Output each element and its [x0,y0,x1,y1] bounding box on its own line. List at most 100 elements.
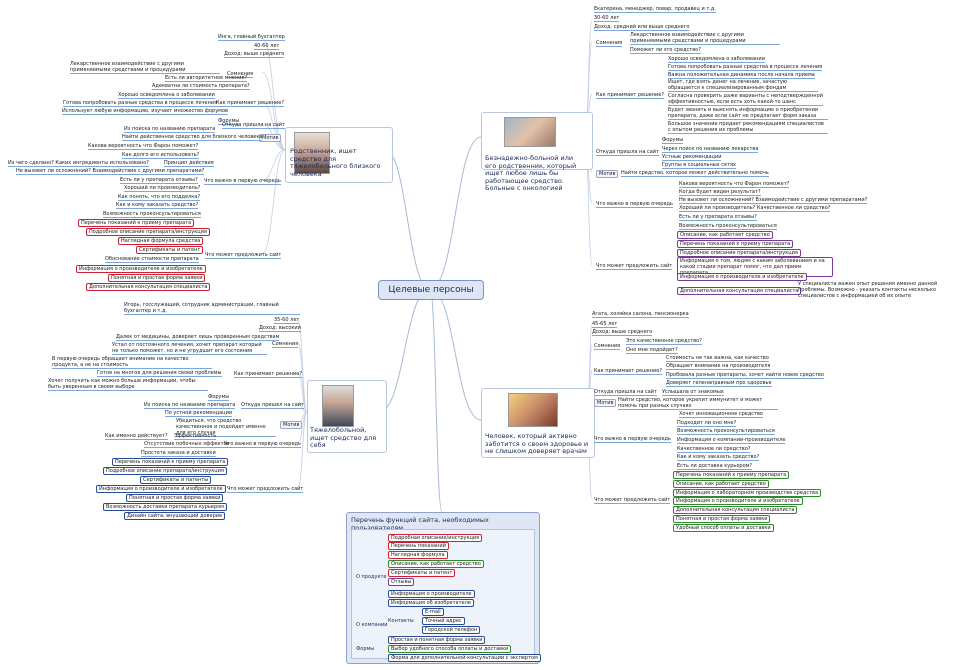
offer-item[interactable]: Информация о производителе и изобретател… [677,273,807,281]
came-item[interactable]: Форумы [208,394,230,401]
offer-item[interactable]: Понятная и простая форма заявки [108,274,206,282]
doubt-item[interactable]: Адекватна ли стоимость препарата? [152,83,250,90]
first-item[interactable]: Есть ли у препарата отзывы? [120,177,198,184]
came-item[interactable]: Группы в социальных сетях [662,162,736,169]
doubts-label[interactable]: Сомнения [227,71,254,78]
offer-item[interactable]: Сертификаты и патент [136,246,204,254]
came-item[interactable]: Из поиска по названию препарата [124,126,216,133]
profile-income[interactable]: Доход: средний или выше среднего [594,24,690,31]
profile-age[interactable]: 35-60 лет [274,317,300,324]
first-item[interactable]: Возможность проконсультироваться [677,428,775,435]
motive-text[interactable]: Найти средство, которое укрепит иммуните… [618,397,778,410]
decision-label[interactable]: Как принимает решение? [216,100,284,107]
first-item[interactable]: Как понять, что его подделка? [118,194,200,201]
function-item[interactable]: Описание, как работает средство [388,560,484,568]
offer-item[interactable]: Информация о производителе и изобретател… [76,265,206,273]
motive-text[interactable]: Найти средство, которое может действител… [621,170,769,177]
first-item[interactable]: Хочет инновационное средство [679,411,763,418]
came-label[interactable]: Откуда пришла на сайт [222,122,285,129]
profile-age[interactable]: 45-65 лет [592,321,618,328]
first-item[interactable]: Информация о компании-производителе [677,437,786,444]
offer-item[interactable]: Дополнительная консультация специалиста [677,287,802,295]
first-item[interactable]: Есть ли у препарата отзывы? [679,214,757,221]
offer-note[interactable]: У специалиста важен опыт решения именно … [798,281,938,299]
offer-item[interactable]: Возможность проконсультироваться [103,211,201,218]
profile-income[interactable]: Доход: выше среднего [592,329,653,336]
persona-hopeless[interactable]: Безнадежно-больной или его родственник, … [481,112,593,192]
first-item[interactable]: Когда будет виден результат? [679,189,761,196]
function-item[interactable]: Точный адрес [422,617,465,625]
first-item[interactable]: Какова вероятность что Фарон поможет? [88,143,199,150]
decision-item[interactable]: Ищет, где взять денег на лечение, зачаст… [668,79,818,92]
offer-label[interactable]: Что может предложить сайт [594,497,671,504]
decision-item[interactable]: Готова попробовать разные средства в про… [63,100,218,107]
offer-item[interactable]: Перечень показаний к приему препарата [677,240,794,248]
first-item[interactable]: Хороший ли производитель? [124,185,201,192]
offer-item[interactable]: Дизайн сайта, внушающий доверие [124,512,226,520]
offer-item[interactable]: Перечень показаний к приему препарата [78,219,195,227]
first-item[interactable]: Не вызовет ли осложнений? Взаимодействие… [16,168,205,175]
offer-item[interactable]: Понятная и простая форма заявки [126,494,224,502]
decision-item[interactable]: Хочет получить как можно больше информац… [48,378,208,391]
offer-item[interactable]: Удобный способ оплаты и доставки [673,524,774,532]
decision-item[interactable]: Хорошо осведомлена о заболевании [668,56,765,63]
persona-health[interactable]: Человек, который активно заботится о сво… [481,388,595,458]
function-item[interactable]: E-mail [422,608,444,616]
decision-item[interactable]: Согласна проверить даже варианты с непод… [668,93,823,106]
doubts-label[interactable]: Сомнения [272,341,299,348]
offer-item[interactable]: Перечень показаний к приему препарата [112,458,229,466]
doubt-item[interactable]: Лекарственное взаимодействие с другими п… [630,32,780,45]
offer-item[interactable]: Описание, как работает средство [673,480,769,488]
motive-text[interactable]: Найти действенное средство для близкого … [122,134,263,141]
function-item[interactable]: Подробная описание/инструкция [388,534,483,542]
function-item[interactable]: Простая и понятная форма заявки [388,636,486,644]
came-item[interactable]: Форумы [662,137,684,144]
offer-item[interactable]: Дополнительная консультация специалиста [673,506,798,514]
offer-item[interactable]: Понятная и простая форма заявки [673,515,771,523]
came-item[interactable]: Форумы [218,118,240,125]
came-item[interactable]: Из поиска по названию препарата [144,402,236,409]
came-item[interactable]: Устные рекомендации [662,154,722,161]
function-item[interactable]: Сертификаты и патент [388,569,456,577]
doubt-item[interactable]: Поможет ли это средство? [630,47,701,54]
came-item[interactable]: Через поиск по названию лекарства [662,146,759,153]
first-item[interactable]: Эффективность [174,433,217,440]
first-item[interactable]: Простота заказа и доставки [141,450,216,457]
profile-name[interactable]: Инга, главный бухгалтер [218,34,285,41]
decision-label[interactable]: Как принимает решение? [234,371,302,378]
offer-item[interactable]: Информация о производителе и изобретател… [96,485,226,493]
came-label[interactable]: Откуда пришла на сайт [596,149,659,156]
doubt-item[interactable]: Есть ли авторитетное мнение? [165,75,248,82]
motive-label[interactable]: Мотив [280,421,303,429]
decision-item[interactable]: Хорошо осведомлена о заболевании [118,92,215,99]
offer-item[interactable]: Возможность проконсультироваться [679,223,777,230]
decision-item[interactable]: Использует любую информацию, изучает мно… [62,108,228,115]
doubts-label[interactable]: Сомнения [594,343,621,350]
offer-item[interactable]: Информация о лабораторном производстве с… [673,489,822,497]
offer-item[interactable]: Подробное описание препарата/инструкция [103,467,227,475]
offer-label[interactable]: Что может предложить сайт [227,486,304,493]
profile-name[interactable]: Игорь, госслужащий, сотрудник администра… [124,302,300,315]
decision-item[interactable]: Пробовала разные препараты, хочет найти … [666,372,824,379]
doubt-item[interactable]: Лекарственное взаимодействие с другими п… [70,61,220,74]
came-label[interactable]: Откуда пришла на сайт [594,389,657,396]
persona-patient[interactable]: Тяжелобольной, ищет средство для себя [307,380,387,453]
offer-item[interactable]: Возможность доставки препарата курьером [103,503,227,511]
first-item[interactable]: Есть ли доставка курьером? [677,463,753,470]
offer-label[interactable]: Что может предложить сайт [205,252,282,259]
motive-text[interactable]: Убедиться, что средство качественное и п… [176,418,276,437]
came-label[interactable]: Откуда пришел на сайт [241,402,304,409]
decision-item[interactable]: Готов на многое для решения своей пробле… [97,370,222,377]
function-item[interactable]: Форма для дополнительной консультации с … [388,654,541,662]
doubts-label[interactable]: Сомнения [596,40,623,47]
decision-label[interactable]: Как принимает решение? [594,368,662,375]
profile-name[interactable]: Екатерина, менеджер, повар, продавец и т… [594,6,716,13]
decision-item[interactable]: Стоимость не так важна, как качество [666,355,769,362]
profile-income[interactable]: Доход: высокий [259,325,301,332]
first-item[interactable]: Качественное ли средство? [677,446,751,453]
offer-item[interactable]: Сертификаты и патенты [140,476,212,484]
offer-item[interactable]: Подробное описание препарата/инструкция [86,228,210,236]
offer-item[interactable]: Перечень показаний к приему препарата [673,471,790,479]
function-item[interactable]: Перечень показаний [388,542,449,550]
doubt-item[interactable]: Устал от постоянного лечения, хочет преп… [112,342,267,355]
